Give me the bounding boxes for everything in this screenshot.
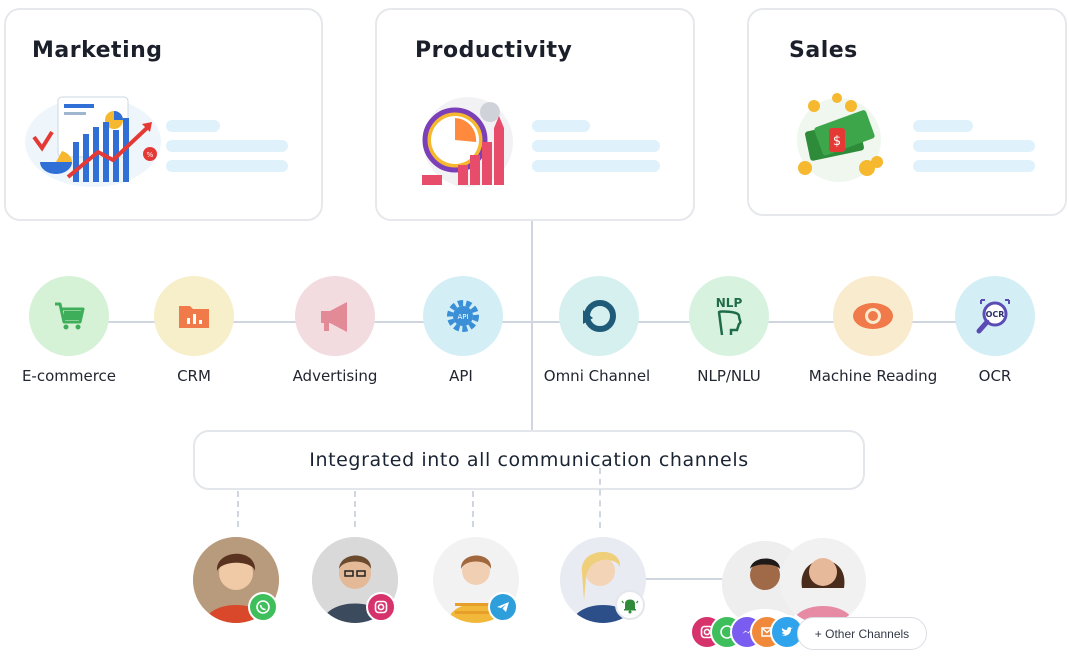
nlp-head-icon: NLP [716, 296, 743, 336]
placeholder-bar [532, 160, 660, 172]
node-ocr[interactable]: OCR [955, 276, 1035, 356]
ocr-magnifier-icon: OCR [976, 299, 1010, 334]
card-title-sales: Sales [789, 38, 858, 63]
node-label-nlp-nlu: NLP/NLU [697, 367, 761, 385]
whatsapp-icon[interactable] [248, 592, 278, 622]
node-omni-channel[interactable] [559, 276, 639, 356]
dashed-connector [472, 491, 474, 527]
integration-banner: Integrated into all communication channe… [193, 430, 865, 490]
placeholder-bar [532, 140, 660, 152]
node-label-crm: CRM [177, 367, 211, 385]
card-title-productivity: Productivity [415, 38, 573, 63]
node-label-advertising: Advertising [292, 367, 378, 385]
placeholder-bar [166, 140, 288, 152]
dashed-connector [237, 491, 239, 527]
svg-text:$: $ [833, 134, 841, 149]
instagram-icon[interactable] [366, 592, 396, 622]
cart-icon [55, 302, 85, 330]
svg-text:NLP: NLP [716, 296, 743, 310]
card-marketing: Marketing % [4, 8, 323, 221]
placeholder-bar [532, 120, 590, 132]
node-label-machine-reading: Machine Reading [808, 367, 938, 385]
placeholder-bar [913, 120, 973, 132]
node-label-ecommerce: E-commerce [21, 367, 117, 385]
svg-text:%: % [147, 151, 154, 159]
dashed-connector [354, 491, 356, 527]
avatar-person-1 [193, 537, 279, 623]
card-productivity: Productivity [375, 8, 695, 221]
node-nlp-nlu[interactable]: NLP [689, 276, 769, 356]
node-advertising[interactable] [295, 276, 375, 356]
card-sales: Sales $ [747, 8, 1067, 216]
connector-to-others [646, 578, 726, 580]
omni-channel-icon [583, 300, 616, 332]
node-machine-reading[interactable] [833, 276, 913, 356]
avatar-person-5 [780, 538, 866, 624]
node-label-ocr: OCR [978, 367, 1012, 385]
folder-chart-icon [179, 306, 209, 328]
connector-horizontal [70, 321, 995, 323]
marketing-illustration: % [25, 96, 161, 187]
node-ecommerce[interactable] [29, 276, 109, 356]
megaphone-icon [321, 302, 347, 332]
node-api[interactable]: API [423, 276, 503, 356]
node-crm[interactable] [154, 276, 234, 356]
dashed-connector [599, 468, 601, 528]
sales-money-illustration: $ [797, 93, 883, 182]
bell-icon[interactable] [615, 590, 645, 620]
svg-text:OCR: OCR [986, 310, 1005, 319]
placeholder-bar [166, 120, 220, 132]
other-channels-button[interactable]: + Other Channels [797, 617, 927, 650]
node-label-api: API [449, 367, 473, 385]
api-gear-icon: API [447, 300, 479, 332]
placeholder-bar [913, 140, 1035, 152]
eye-icon [853, 303, 893, 329]
telegram-icon[interactable] [488, 592, 518, 622]
integration-banner-text: Integrated into all communication channe… [309, 449, 749, 471]
productivity-illustration [422, 97, 513, 187]
connector-vertical [531, 221, 533, 430]
node-label-omni-channel: Omni Channel [543, 367, 651, 385]
placeholder-bar [913, 160, 1035, 172]
card-title-marketing: Marketing [32, 38, 163, 63]
svg-text:API: API [457, 313, 468, 321]
placeholder-bar [166, 160, 288, 172]
